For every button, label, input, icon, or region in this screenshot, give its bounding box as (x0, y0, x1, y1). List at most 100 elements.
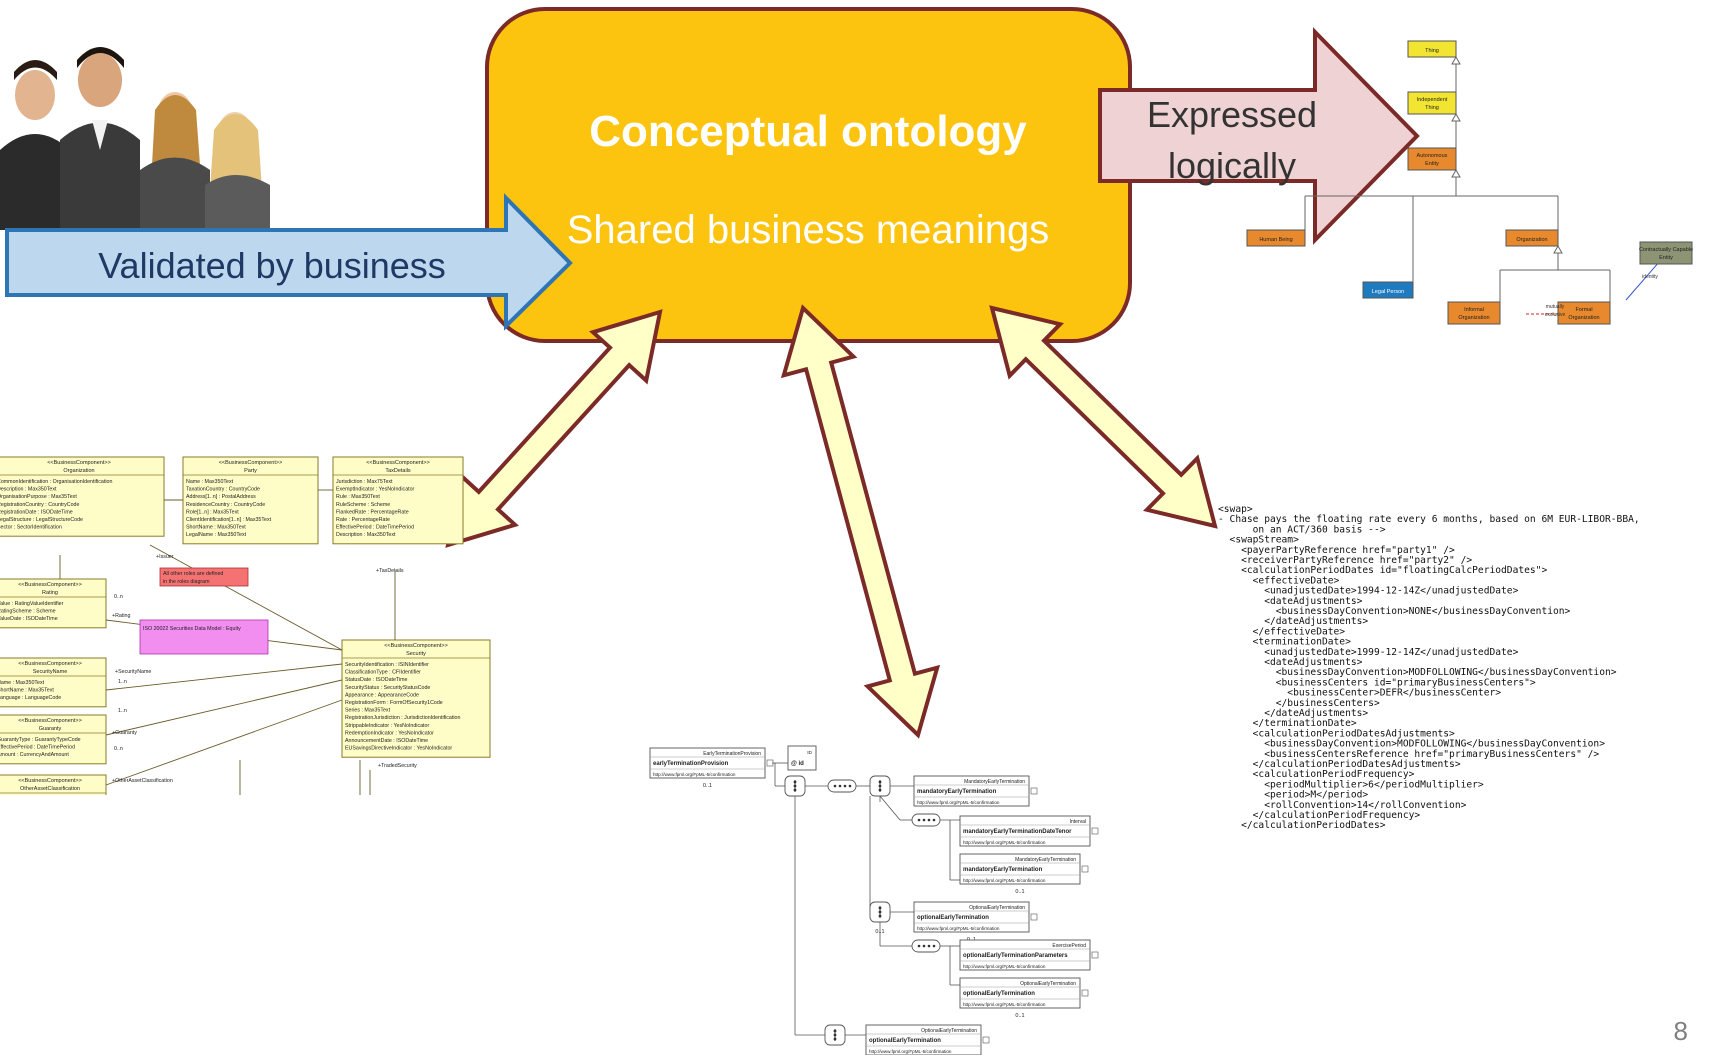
schema-element-box (959, 815, 1091, 847)
xml-code-line: <payerPartyReference href="party1" /> (1218, 545, 1455, 556)
schema-cardinality: 0..1 (703, 783, 712, 789)
xml-code-line: <businessDayConvention>MODFOLLOWING</bus… (1218, 739, 1605, 750)
uml-association (105, 663, 343, 691)
schema-element-name: optionalEarlyTermination (963, 991, 1035, 997)
uml-attribute: Name : Max350Text (186, 479, 234, 485)
uml-attribute: GuarantyType : GuarantyTypeCode (0, 737, 81, 743)
xml-code-line: <receiverPartyReference href="party2" /> (1218, 555, 1472, 566)
schema-element-name: earlyTerminationProvision (653, 761, 729, 767)
taxonomy-node-formal (1557, 301, 1611, 325)
schema-element-name: mandatoryEarlyTermination (917, 789, 997, 795)
uml-attribute: Language : LanguageCode (0, 695, 61, 701)
uml-attribute: ValueDate : ISODateTime (0, 616, 58, 622)
uml-attribute: Rule : Max350Text (336, 494, 380, 500)
xml-code-line: <calculationPeriodDates id="floatingCalc… (1218, 565, 1547, 576)
schema-type-label: ID (807, 750, 812, 756)
schema-element-box (959, 853, 1081, 885)
fpml-xml-code: <swap>- Chase pays the floating rate eve… (1218, 504, 1640, 831)
schema-namespace: http://www.fpml.org/FpML-5/confirmation (963, 964, 1046, 969)
uml-class-taxdetails (332, 456, 464, 545)
uml-note-text: ISO 20022 Securities Data Model : Equity (143, 626, 241, 632)
uml-stereotype: <<BusinessComponent>> (384, 643, 448, 649)
taxonomy-node-organization (1505, 229, 1559, 247)
expand-icon[interactable] (1081, 989, 1089, 997)
uml-stereotype: <<BusinessComponent>> (47, 460, 111, 466)
uml-class-name: TaxDetails (385, 468, 411, 474)
uml-attribute: StatusDate : ISODateTime (345, 677, 408, 683)
uml-role-label: +TaxDetails (376, 568, 404, 574)
expand-icon[interactable] (1081, 865, 1089, 873)
uml-attribute: AnnouncementDate : ISODateTime (345, 738, 428, 744)
uml-attribute: StrippableIndicator : YesNoIndicator (345, 723, 429, 729)
uml-class-organization (0, 456, 165, 537)
schema-type-label: OptionalEarlyTermination (1020, 981, 1076, 987)
expand-icon[interactable] (1030, 787, 1038, 795)
xml-code-line: </dateAdjustments> (1218, 708, 1368, 719)
uml-attribute: RedemptionIndicator : YesNoIndicator (345, 730, 434, 736)
uml-class-rating (0, 578, 107, 629)
xml-code-line: <rollConvention>14</rollConvention> (1218, 800, 1467, 811)
schema-element-name: mandatoryEarlyTermination (963, 867, 1043, 873)
uml-attribute: Name : Max350Text (0, 680, 45, 686)
uml-attribute: RegistrationForm : FormOfSecurity1Code (345, 700, 443, 706)
uml-attribute: Description : Max350Text (336, 532, 396, 538)
double-arrow-right (989, 305, 1218, 529)
uml-attribute: Value : RatingValueIdentifier (0, 601, 64, 607)
xml-code-line: </calculationPeriodDates> (1218, 820, 1386, 831)
uml-attribute: EUSavingsDirectiveIndicator : YesNoIndic… (345, 746, 452, 752)
uml-association (105, 679, 343, 736)
uml-attribute: EffectivePeriod : DateTimePeriod (0, 745, 75, 751)
taxonomy-arrowhead (1451, 168, 1461, 178)
taxonomy-node-thing (1407, 40, 1457, 58)
taxonomy-node-contract (1639, 241, 1693, 265)
xml-code-line: </businessCenters> (1218, 698, 1380, 709)
schema-type-label: ExercisePeriod (1052, 943, 1086, 949)
schema-element-name: optionalEarlyTerminationParameters (963, 953, 1068, 959)
xml-code-line: <unadjustedDate>1994-12-14Z</unadjustedD… (1218, 586, 1519, 597)
uml-role-label: 0..n (114, 746, 123, 752)
uml-class-name: SecurityName (33, 669, 68, 675)
validated-arrow (5, 193, 573, 331)
uml-attribute: TaxationCountry : CountryCode (186, 487, 260, 493)
uml-class-security (341, 639, 491, 758)
xml-code-line: <businessCenters id="primaryBusinessCent… (1218, 677, 1536, 688)
schema-element-box (959, 939, 1091, 971)
taxonomy-node-label: Entity (1425, 161, 1439, 167)
xml-code-line: <businessDayConvention>NONE</businessDay… (1218, 606, 1571, 617)
uml-class-name: Security (406, 651, 426, 657)
taxonomy-node-label: Organization (1458, 315, 1489, 321)
xml-code-line: on an ACT/360 basis --> (1218, 524, 1386, 535)
business-people-photo (0, 47, 270, 230)
ontology-taxonomy-diagram: ThingIndependentThingAutonomousEntityHum… (1246, 40, 1693, 325)
uml-note (159, 567, 249, 587)
uml-stereotype: <<BusinessComponent>> (18, 661, 82, 667)
taxonomy-node-label: Organization (1516, 237, 1547, 243)
uml-class-party (182, 456, 319, 545)
schema-namespace: http://www.fpml.org/FpML-5/confirmation (963, 840, 1046, 845)
uml-attribute: FlankedRate : PercentageRate (336, 509, 409, 515)
taxonomy-node-informal (1447, 301, 1501, 325)
taxonomy-node-label: Thing (1425, 105, 1439, 111)
expressed-arrow-line1: Expressed (1147, 94, 1317, 135)
expand-icon[interactable] (1091, 951, 1099, 959)
uml-attribute: OtherAssetType : Max35Text (0, 797, 66, 803)
expand-icon[interactable] (982, 1036, 990, 1044)
uml-class-name: Organization (63, 468, 94, 474)
uml-attribute: SecurityStatus : SecurityStatusCode (345, 685, 430, 691)
xml-code-line: <calculationPeriodFrequency> (1218, 769, 1415, 780)
xml-code-line: </terminationDate> (1218, 718, 1357, 729)
uml-attribute: Rate : PercentageRate (336, 517, 390, 523)
schema-element-box (913, 775, 1030, 807)
uml-attribute: CommonIdentification : OrganisationIdent… (0, 479, 112, 485)
expand-icon[interactable] (1030, 913, 1038, 921)
xml-code-line: - Chase pays the floating rate every 6 m… (1218, 514, 1640, 525)
schema-namespace: http://www.fpml.org/FpML-5/confirmation (963, 878, 1046, 883)
xml-code-line: <terminationDate> (1218, 637, 1351, 648)
uml-role-label: 0..n (114, 594, 123, 600)
uml-stereotype: <<BusinessComponent>> (366, 460, 430, 466)
schema-element-box (959, 977, 1081, 1009)
expand-icon[interactable] (1091, 827, 1099, 835)
taxonomy-node-human (1246, 229, 1306, 247)
uml-role-label: +OtherAssetClassification (112, 778, 173, 784)
taxonomy-node-label: Independent (1417, 97, 1448, 103)
